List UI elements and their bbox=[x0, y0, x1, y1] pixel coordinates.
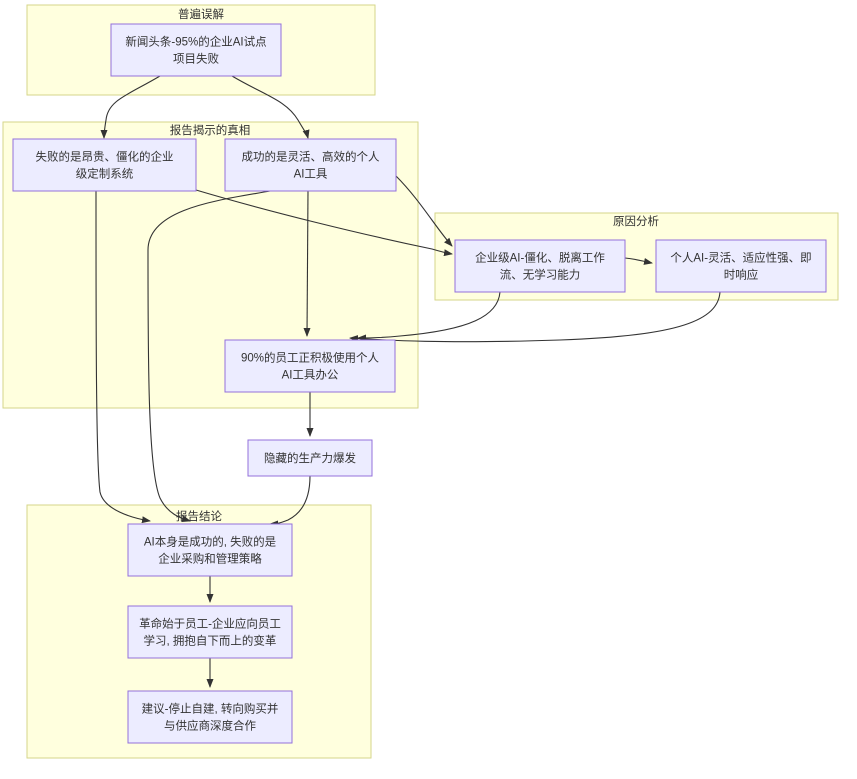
edge-failure-to-enterprise-ai bbox=[195, 189, 453, 257]
node-failure-enterprise-systems-box[interactable] bbox=[12, 138, 197, 192]
cluster-report-conclusion-label: 报告结论 bbox=[176, 509, 222, 523]
node-success-personal-ai[interactable]: 成功的是灵活、高效的个人 AI工具 bbox=[224, 138, 397, 192]
node-enterprise-ai-rigid-label-line-0: 企业级AI-僵化、脱离工作 bbox=[475, 251, 605, 265]
node-news-headline-box[interactable] bbox=[110, 23, 282, 77]
node-ai-is-successful-label-line-0: AI本身是成功的, 失败的是 bbox=[144, 535, 277, 549]
edge-group bbox=[95, 75, 721, 688]
node-success-personal-ai-label-line-0: 成功的是灵活、高效的个人 bbox=[242, 150, 380, 164]
node-failure-enterprise-systems-label-line-0: 失败的是昂贵、僵化的企业 bbox=[36, 150, 174, 164]
edge-enterprise-to-personal-ai bbox=[624, 257, 653, 265]
edge-success-to-enterprise-ai bbox=[395, 175, 453, 247]
node-ai-is-successful-label-line-1: 企业采购和管理策略 bbox=[158, 552, 262, 566]
edge-success-to-90-percent bbox=[303, 190, 311, 337]
node-news-headline-label-line-1: 项目失败 bbox=[173, 52, 219, 66]
node-failure-enterprise-systems-label-line-1: 级定制系统 bbox=[76, 167, 134, 181]
edge-enterprise-ai-to-90-percent bbox=[357, 291, 501, 342]
node-revolution-from-employees-label-line-0: 革命始于员工-企业应向员工 bbox=[139, 617, 281, 631]
node-personal-ai-flexible-box[interactable] bbox=[655, 239, 827, 293]
node-personal-ai-flexible-label-line-1: 时响应 bbox=[724, 268, 759, 282]
node-hidden-productivity[interactable]: 隐藏的生产力爆发 bbox=[247, 439, 373, 477]
node-enterprise-ai-rigid-label-line-1: 流、无学习能力 bbox=[500, 268, 581, 282]
node-success-personal-ai-label-line-1: AI工具 bbox=[294, 168, 328, 181]
node-90-percent-employees[interactable]: 90%的员工正积极使用个人 AI工具办公 bbox=[224, 339, 396, 393]
edge-success-to-conclusion bbox=[147, 190, 271, 523]
cluster-cause-analysis-label: 原因分析 bbox=[613, 214, 659, 228]
edge-failure-to-conclusion bbox=[95, 190, 151, 524]
node-hidden-productivity-box[interactable] bbox=[247, 439, 373, 477]
node-ai-is-successful-box[interactable] bbox=[127, 523, 293, 577]
node-hidden-productivity-label-line-0: 隐藏的生产力爆发 bbox=[264, 451, 356, 465]
node-news-headline-label-line-0: 新闻头条-95%的企业AI试点 bbox=[125, 35, 266, 49]
node-90-percent-employees-label-line-0: 90%的员工正积极使用个人 bbox=[241, 351, 380, 365]
node-recommendation-buy-label-line-0: 建议-停止自建, 转向购买并 bbox=[142, 702, 279, 716]
node-90-percent-employees-label-line-1: AI工具办公 bbox=[282, 368, 339, 382]
node-success-personal-ai-box[interactable] bbox=[224, 138, 397, 192]
node-personal-ai-flexible-label-line-0: 个人AI-灵活、适应性强、即 bbox=[670, 251, 811, 265]
node-group: 新闻头条-95%的企业AI试点项目失败失败的是昂贵、僵化的企业级定制系统成功的是… bbox=[12, 23, 827, 744]
cluster-report-truth-label: 报告揭示的真相 bbox=[170, 123, 251, 137]
edge-news-to-success bbox=[231, 75, 310, 139]
node-90-percent-employees-box[interactable] bbox=[224, 339, 396, 393]
node-enterprise-ai-rigid-box[interactable] bbox=[454, 239, 626, 293]
node-revolution-from-employees-box[interactable] bbox=[127, 605, 293, 659]
edge-news-to-failure bbox=[100, 75, 161, 139]
node-recommendation-buy-label-line-1: 与供应商深度合作 bbox=[164, 719, 256, 733]
node-recommendation-buy-box[interactable] bbox=[127, 690, 293, 744]
cluster-common-misconception-label: 普遍误解 bbox=[178, 7, 224, 21]
node-revolution-from-employees-label-line-1: 学习, 拥抱自下而上的变革 bbox=[144, 634, 277, 648]
